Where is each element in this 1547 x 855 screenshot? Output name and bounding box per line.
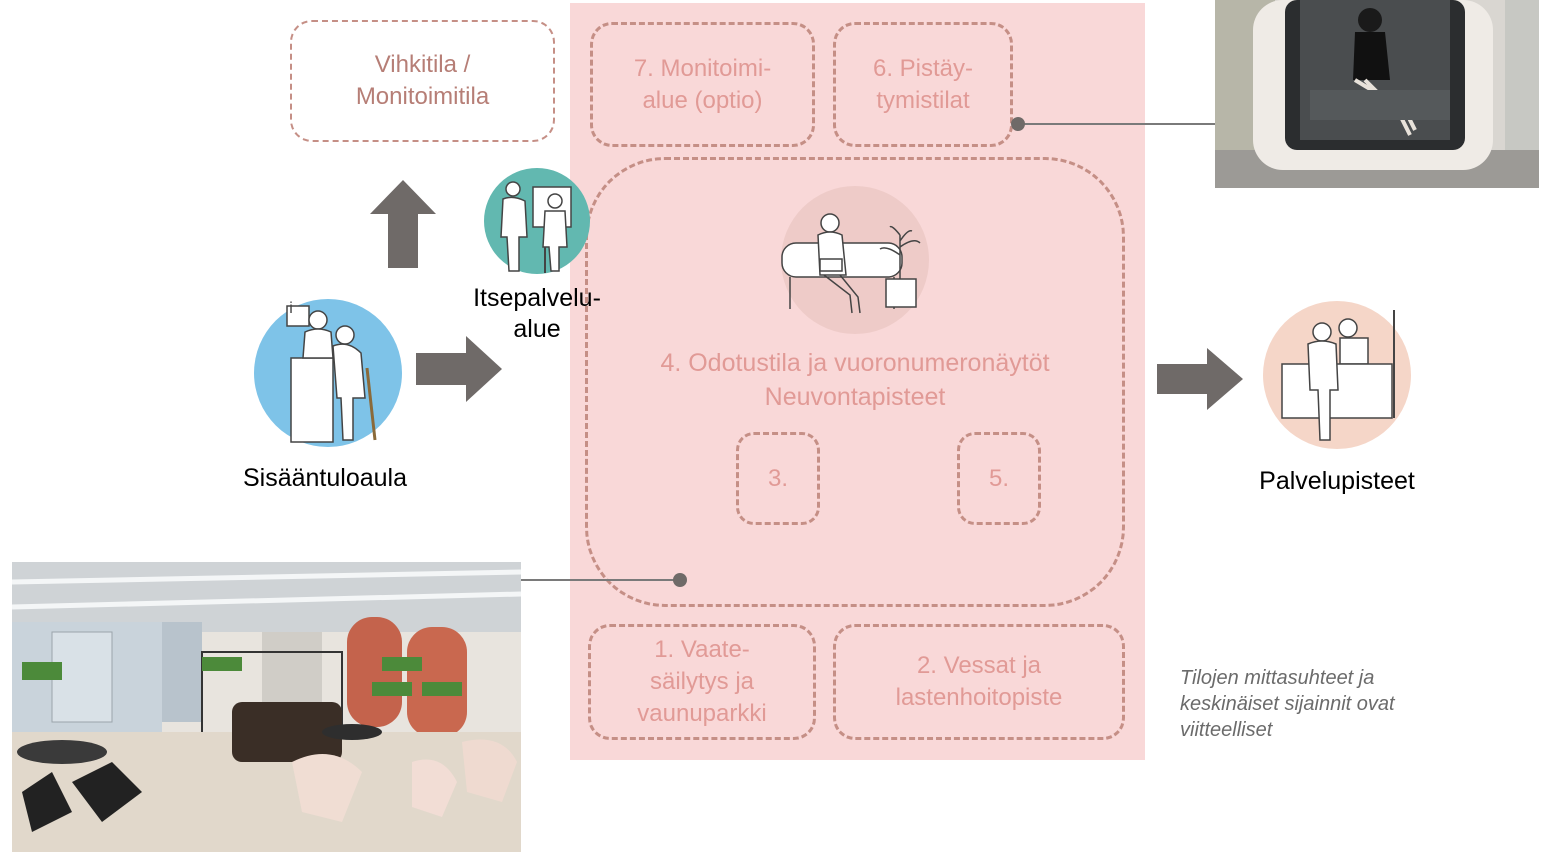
disclaimer-note: Tilojen mittasuhteet ja keskinäiset sija… — [1180, 667, 1395, 741]
entrance-illustration — [254, 299, 402, 447]
zone-3: 3. — [736, 432, 820, 525]
self-service-illustration — [484, 168, 590, 274]
self-service-label: Itsepalvelu-alue — [473, 284, 601, 343]
zone-1-vaatesailytys: 1. Vaate-säilytys ja vaunuparkki — [588, 624, 816, 740]
zone-7-monitoimialue: 7. Monitoimi-alue (optio) — [590, 22, 815, 147]
zone-5: 5. — [957, 432, 1041, 525]
zone-4-label-line1: 4. Odotustila ja vuoronumeronäytöt — [660, 349, 1050, 377]
zone-6-label: 6. Pistäy-tymistilat — [872, 54, 974, 114]
zone-4-odotustila — [585, 157, 1125, 607]
lobby-photo — [12, 562, 521, 852]
arrow-right-icon — [1157, 348, 1243, 410]
zone-vihkitila-label: Vihkitila / Monitoimitila — [355, 51, 490, 110]
zone-6-pistaytymistilat: 6. Pistäy-tymistilat — [833, 22, 1013, 147]
zone-4-text: 4. Odotustila ja vuoronumeronäytöt Neuvo… — [585, 346, 1125, 414]
connector-line-booth-photo — [1011, 117, 1218, 131]
zone-2-label: 2. Vessat ja lastenhoitopiste — [895, 652, 1063, 711]
arrow-up-icon — [370, 180, 436, 268]
zone-7-label: 7. Monitoimi-alue (optio) — [633, 54, 772, 114]
waiting-area-illustration — [781, 186, 929, 334]
booth-photo — [1215, 0, 1539, 188]
zone-5-label: 5. — [988, 464, 1009, 492]
service-points-label: Palvelupisteet — [1259, 467, 1415, 495]
zone-vihkitila: Vihkitila / Monitoimitila — [290, 20, 555, 142]
arrow-right-icon — [416, 336, 502, 402]
service-desk-illustration — [1263, 301, 1411, 449]
service-area-background — [570, 3, 1145, 760]
zone-4-label-line2: Neuvontapisteet — [764, 383, 946, 411]
zone-3-label: 3. — [767, 464, 788, 492]
entrance-label: Sisääntuloaula — [242, 464, 407, 492]
zone-2-vessat: 2. Vessat ja lastenhoitopiste — [833, 624, 1125, 740]
info-sign: i — [289, 300, 293, 317]
zone-1-label: 1. Vaate-säilytys ja vaunuparkki — [637, 636, 767, 727]
connector-line-lobby-photo — [520, 573, 687, 587]
